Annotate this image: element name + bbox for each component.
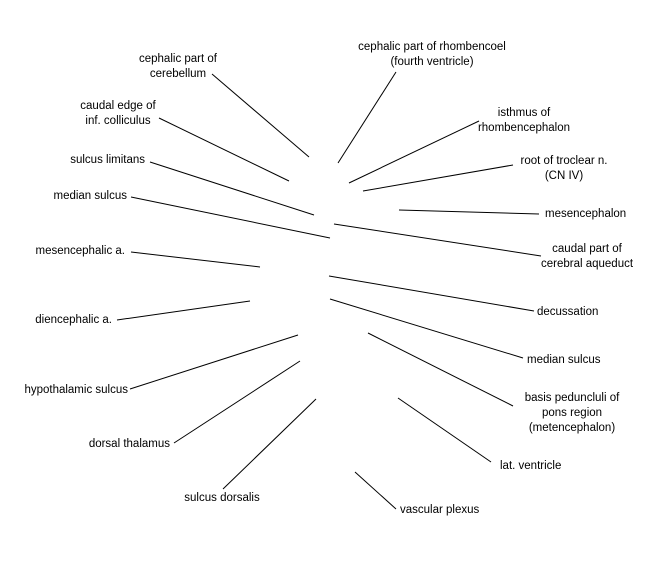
leader-mesencephalic-a: [130, 251, 261, 268]
label-sulcus-dorsalis: sulcus dorsalis: [184, 492, 260, 504]
leader-caudal-aqueduct: [333, 223, 542, 257]
leader-median-sulcus-left: [130, 196, 331, 239]
label-median-sulcus-right: median sulcus: [527, 354, 601, 366]
leader-basis-peduncluli: [367, 332, 514, 407]
leader-dorsal-thalamus: [173, 360, 301, 444]
leader-vascular-plexus: [354, 471, 397, 510]
leader-sulcus-dorsalis: [222, 398, 317, 490]
leader-caudal-colliculus: [158, 117, 290, 182]
label-cephalic-part-of-cerebellum: cephalic part of cerebellum: [139, 53, 217, 80]
label-diencephalic-a: diencephalic a.: [35, 314, 112, 326]
label-isthmus-of-rhombencephalon: isthmus of rhombencephalon: [477, 107, 571, 134]
label-caudal-edge-of-inf-colliculus: caudal edge of inf. colliculus: [80, 100, 156, 127]
leader-diencephalic-a: [116, 300, 251, 321]
leader-sulcus-limitans: [149, 161, 315, 216]
label-caudal-part-of-cerebral-aqueduct: caudal part of cerebral aqueduct: [540, 243, 634, 270]
leader-decussation: [328, 275, 535, 312]
leader-root-troclear: [362, 164, 514, 192]
label-dorsal-thalamus: dorsal thalamus: [88, 438, 170, 450]
label-decussation: decussation: [537, 306, 599, 318]
leader-hypothalamic-sulcus: [129, 334, 299, 390]
leader-lat-ventricle: [397, 397, 492, 463]
label-median-sulcus-left: median sulcus: [53, 190, 127, 202]
label-basis-peduncluli-of-pons-region: basis peduncluli of pons region (metence…: [524, 392, 620, 434]
label-mesencephalon: mesencephalon: [545, 208, 627, 220]
leader-cephalic-cerebellum: [211, 73, 310, 158]
label-lat-ventricle: lat. ventricle: [500, 460, 562, 472]
label-root-of-troclear-n: root of troclear n. (CN IV): [520, 155, 608, 182]
label-mesencephalic-a: mesencephalic a.: [35, 245, 126, 257]
leader-mesencephalon: [398, 209, 540, 215]
label-vascular-plexus: vascular plexus: [400, 504, 480, 516]
label-cephalic-part-of-rhombencoel: cephalic part of rhombencoel (fourth ven…: [358, 41, 506, 68]
leader-cephalic-rhombencoel: [337, 71, 397, 164]
leader-median-sulcus-right: [329, 298, 524, 359]
label-sulcus-limitans: sulcus limitans: [70, 154, 145, 166]
leader-isthmus: [348, 120, 480, 184]
label-hypothalamic-sulcus: hypothalamic sulcus: [24, 384, 128, 396]
